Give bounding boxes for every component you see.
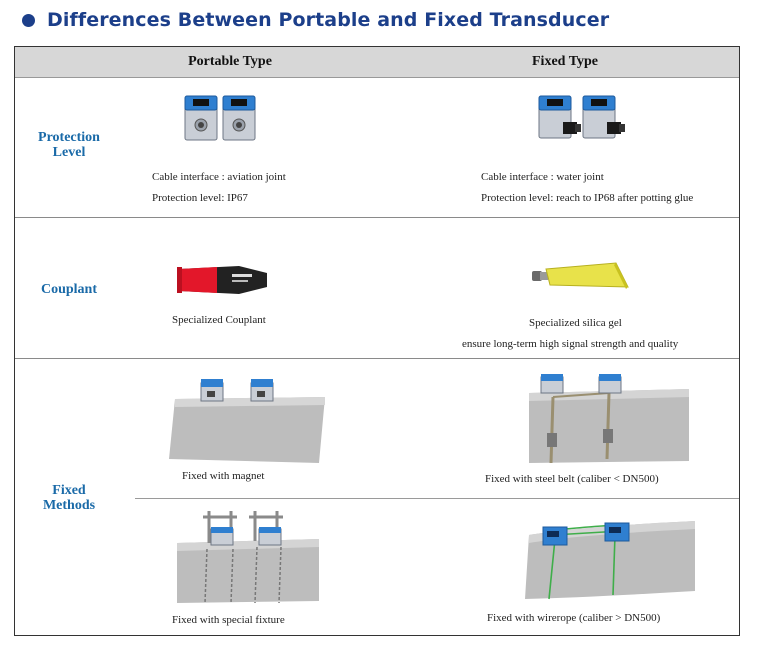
row-label-line: Fixed bbox=[52, 483, 86, 498]
row-label-couplant: Couplant bbox=[40, 282, 98, 297]
row-label-line: Methods bbox=[42, 498, 96, 513]
silica-gel-tube-image bbox=[530, 257, 630, 299]
caption-fixed-cable: Cable interface : water joint bbox=[481, 171, 604, 183]
caption-specialized-couplant: Specialized Couplant bbox=[172, 314, 266, 326]
column-header-portable: Portable Type bbox=[188, 54, 272, 69]
caption-fixed-with-special-fixture: Fixed with special fixture bbox=[172, 614, 285, 626]
caption-fixed-protection: Protection level: reach to IP68 after po… bbox=[481, 192, 694, 204]
caption-fixed-with-magnet: Fixed with magnet bbox=[182, 470, 265, 482]
caption-silica-gel: Specialized silica gel bbox=[529, 317, 622, 329]
row-divider bbox=[15, 358, 739, 359]
row-divider bbox=[15, 217, 739, 218]
caption-fixed-with-steel-belt: Fixed with steel belt (caliber < DN500) bbox=[485, 473, 659, 485]
caption-fixed-with-wirerope: Fixed with wirerope (caliber > DN500) bbox=[487, 612, 661, 624]
row-label-fixed-methods: Fixed Methods bbox=[15, 483, 123, 513]
column-header-fixed: Fixed Type bbox=[532, 54, 598, 69]
bullet-icon bbox=[22, 13, 35, 27]
row-label-line: Level bbox=[52, 145, 86, 160]
special-fixture-mount-image bbox=[173, 509, 323, 605]
row-label-line: Protection bbox=[38, 130, 100, 145]
fixed-transducer-image bbox=[537, 92, 627, 146]
steel-belt-mount-image bbox=[523, 373, 695, 467]
title-row: Differences Between Portable and Fixed T… bbox=[22, 6, 609, 34]
couplant-tube-image bbox=[177, 263, 269, 297]
caption-portable-protection: Protection level: IP67 bbox=[152, 192, 248, 204]
page-title: Differences Between Portable and Fixed T… bbox=[47, 9, 610, 31]
caption-signal-quality: ensure long-term high signal strength an… bbox=[462, 338, 679, 350]
table-header: Portable Type Fixed Type bbox=[15, 47, 739, 78]
row-label-protection-level: Protection Level bbox=[15, 130, 123, 160]
portable-transducer-image bbox=[183, 92, 259, 144]
wirerope-mount-image bbox=[515, 509, 701, 605]
comparison-table: Portable Type Fixed Type Protection Leve… bbox=[14, 46, 740, 636]
row-divider bbox=[135, 498, 739, 499]
magnet-mount-image bbox=[165, 377, 329, 467]
caption-portable-cable: Cable interface : aviation joint bbox=[152, 171, 286, 183]
